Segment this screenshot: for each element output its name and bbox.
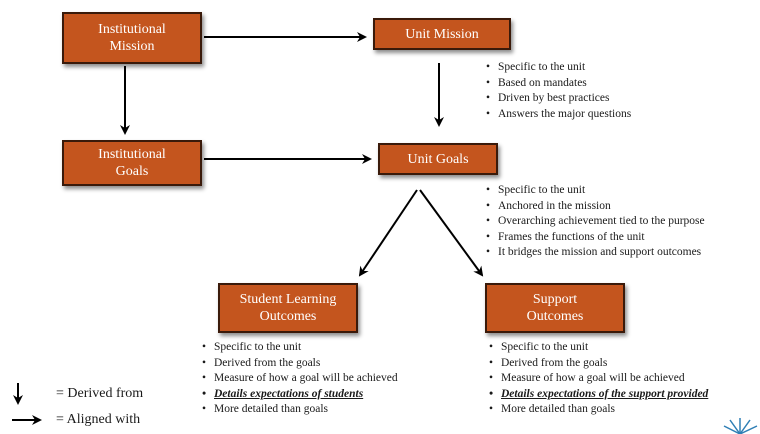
box-line: Outcomes (526, 309, 584, 324)
legend-derived-label: = Derived from (56, 386, 144, 401)
list-item: Specific to the unit (484, 183, 705, 199)
box-line: Outcomes (259, 309, 317, 324)
list-item: It bridges the mission and support outco… (484, 245, 705, 261)
list-item: Answers the major questions (484, 107, 631, 123)
box-line: Student Learning (239, 292, 337, 307)
box-unit-goals: Unit Goals (378, 143, 498, 175)
starburst-logo-icon (723, 418, 758, 434)
legend-aligned-label: = Aligned with (56, 412, 141, 427)
list-item: Based on mandates (484, 76, 631, 92)
list-item: Derived from the goals (200, 356, 398, 372)
box-line: Unit Mission (405, 26, 479, 42)
box-line: Institutional (98, 22, 166, 37)
list-item: Overarching achievement tied to the purp… (484, 214, 705, 230)
list-item: Derived from the goals (487, 356, 708, 372)
box-institutional-goals: Institutional Goals (62, 140, 202, 186)
support-bullets: Specific to the unit Derived from the go… (487, 340, 708, 418)
box-line: Mission (109, 39, 155, 54)
box-line: Institutional (98, 147, 166, 162)
list-item: Specific to the unit (484, 60, 631, 76)
box-institutional-mission: Institutional Mission (62, 12, 202, 64)
list-item: Specific to the unit (200, 340, 398, 356)
arrow-unit-goals-to-support (419, 189, 484, 277)
list-item: Driven by best practices (484, 91, 631, 107)
slo-bullets: Specific to the unit Derived from the go… (200, 340, 398, 418)
list-item-emphasis: Details expectations of students (200, 387, 398, 403)
arrow-unit-goals-to-slo (358, 189, 418, 277)
list-item: More detailed than goals (200, 402, 398, 418)
list-item: Frames the functions of the unit (484, 230, 705, 246)
unit-goals-bullets: Specific to the unit Anchored in the mis… (484, 183, 705, 261)
box-line: Goals (115, 164, 149, 179)
list-item: More detailed than goals (487, 402, 708, 418)
box-student-learning-outcomes: Student Learning Outcomes (218, 283, 358, 333)
box-unit-mission: Unit Mission (373, 18, 511, 50)
list-item: Measure of how a goal will be achieved (200, 371, 398, 387)
list-item: Anchored in the mission (484, 199, 705, 215)
list-item: Specific to the unit (487, 340, 708, 356)
list-item-emphasis: Details expectations of the support prov… (487, 387, 708, 403)
box-support-outcomes: Support Outcomes (485, 283, 625, 333)
list-item: Measure of how a goal will be achieved (487, 371, 708, 387)
box-line: Support (532, 292, 578, 307)
box-line: Unit Goals (407, 151, 469, 167)
unit-mission-bullets: Specific to the unit Based on mandates D… (484, 60, 631, 122)
